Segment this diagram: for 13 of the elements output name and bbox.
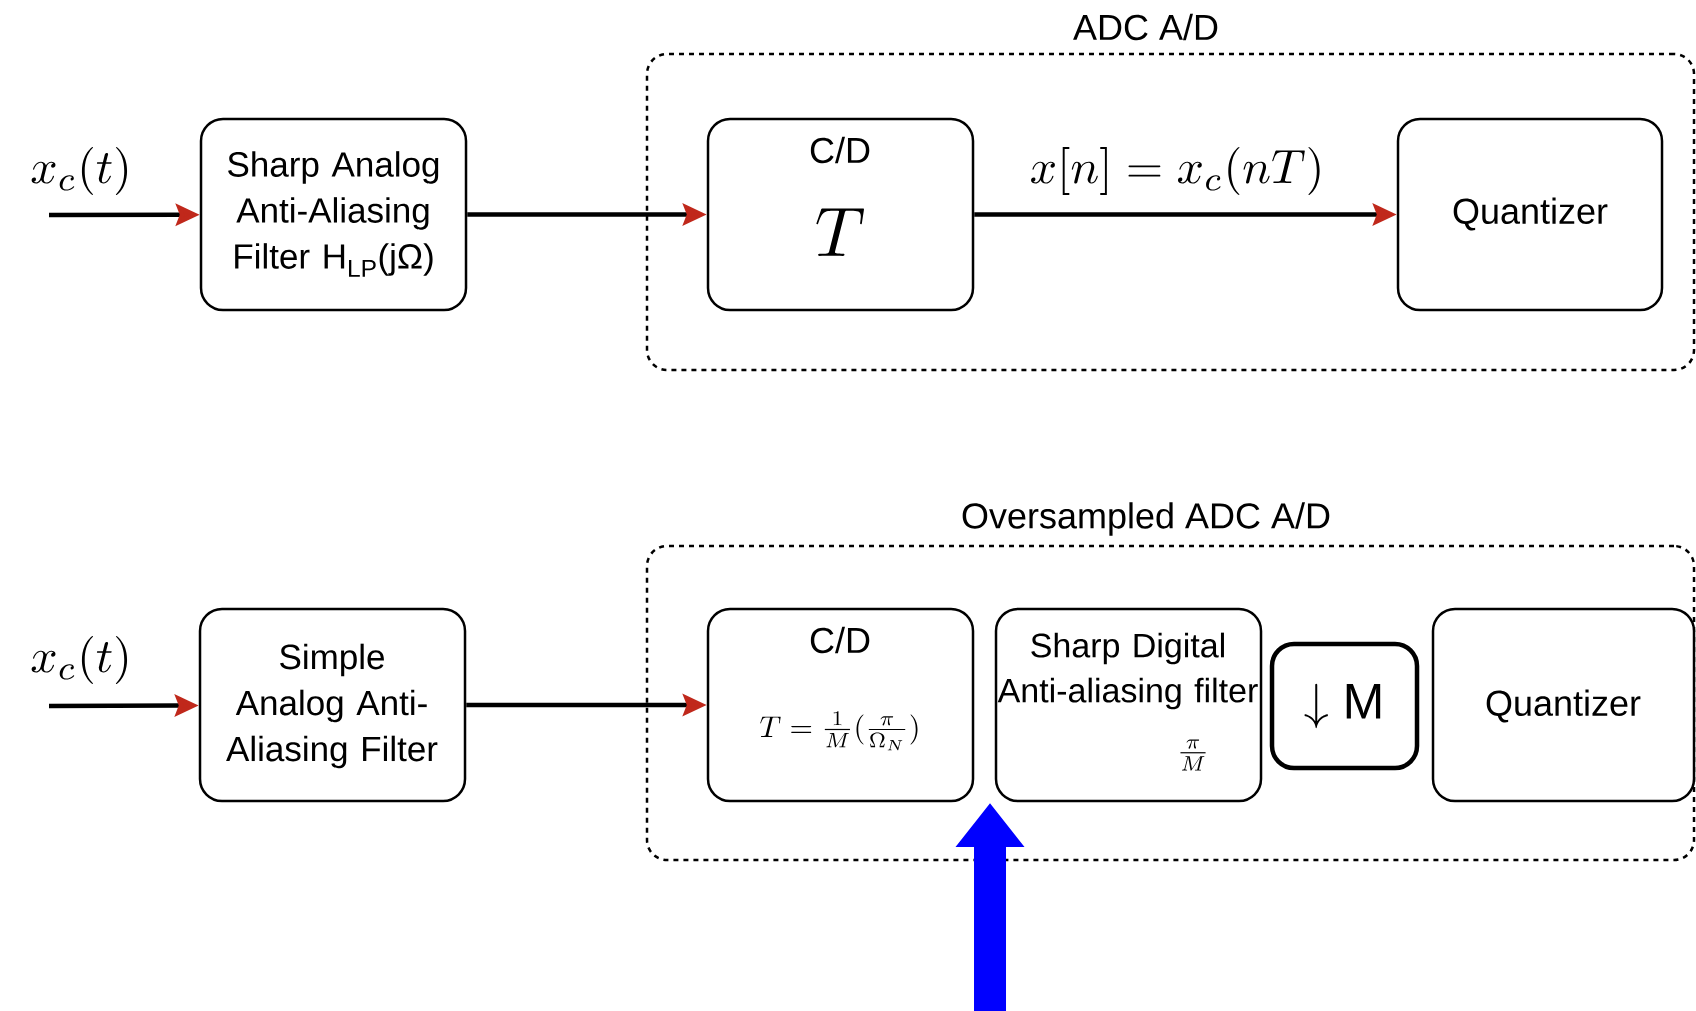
process-box: Simple Analog Anti-Aliasing Filter xyxy=(198,607,467,803)
process-box: $\downarrow \mathrm{M}$ xyxy=(1269,641,1420,771)
node-label: ADC A/D xyxy=(1073,13,1218,41)
process-box: Quantizer xyxy=(1396,117,1664,312)
edge-label: $x_c(t)$ xyxy=(27,633,135,687)
process-box: Quantizer xyxy=(1431,607,1696,803)
edge-label: $x_c(t)$ xyxy=(27,144,135,198)
edge-label: $x[n] = x_c(nT)$ xyxy=(1027,144,1327,198)
process-box: Sharp Analog Anti-Aliasing Filter H$_{LP}$(jΩ) xyxy=(199,117,468,312)
process-box: C/D $T = \frac{1}{M}(\frac{\pi}{\Omega_N})$ xyxy=(706,607,975,803)
process-box: C/D $T$ xyxy=(706,117,975,312)
process-box: Sharp Digital Anti-aliasing filter $\frac{\pi}{M}$ xyxy=(994,607,1263,803)
node-label: Oversampled ADC A/D xyxy=(962,502,1330,536)
